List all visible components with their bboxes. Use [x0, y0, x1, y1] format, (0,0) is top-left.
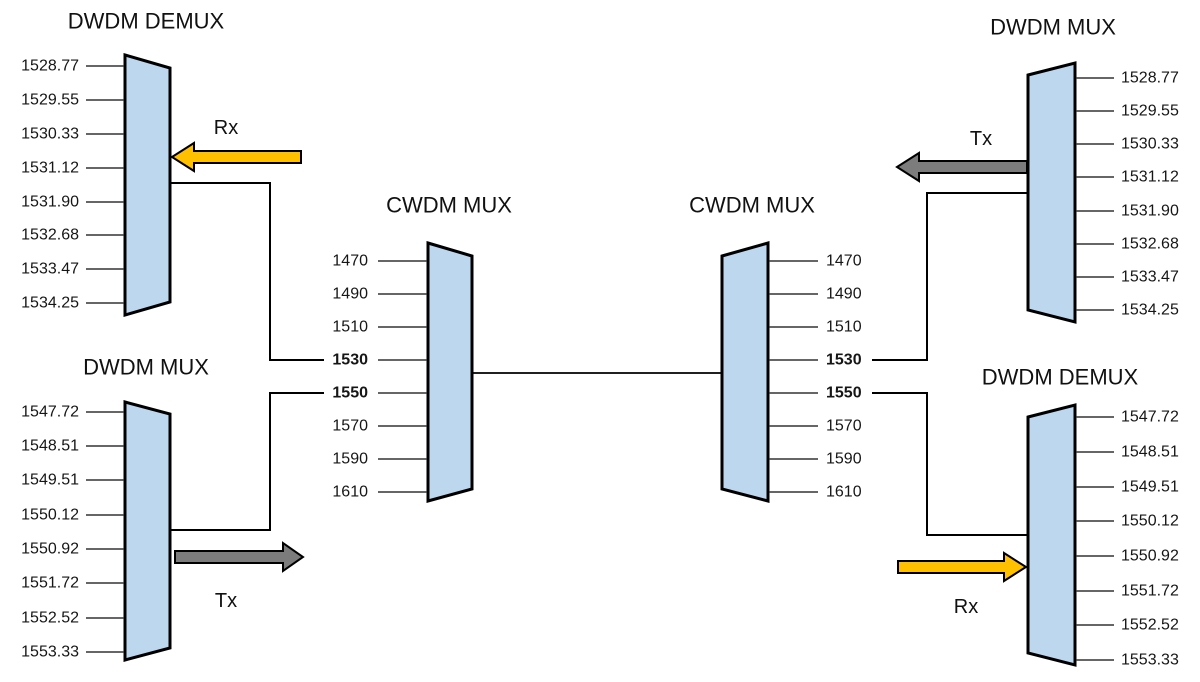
channel-label: 1610	[332, 484, 368, 501]
channel-label: 1610	[826, 484, 862, 501]
arrow-label: Rx	[954, 596, 978, 618]
dwdm-demux-right-block: DWDM DEMUX 1547.72 1548.51 1549.51 1550.…	[982, 365, 1179, 669]
channel-label: 1548.51	[21, 438, 79, 455]
block-title: DWDM DEMUX	[982, 365, 1139, 390]
fiber-link-mux-left-1550	[170, 392, 324, 531]
cwdm-mux-right-block: CWDM MUX 1470 1490 1510 1530 1550 1570 1…	[689, 193, 862, 503]
channel-label: 1550.92	[1121, 548, 1179, 565]
channel-label: 1547.72	[21, 404, 79, 421]
channel-label: 1590	[332, 451, 368, 468]
channel-label: 1533.47	[21, 261, 79, 278]
tx-arrow-icon	[895, 151, 1028, 183]
arrow-label: Tx	[215, 590, 237, 612]
channel-label: 1533.47	[1121, 269, 1179, 286]
channel-label: 1490	[826, 286, 862, 303]
channel-label: 1534.25	[1121, 302, 1179, 319]
rx-arrow-icon	[170, 141, 302, 173]
block-title: CWDM MUX	[386, 193, 512, 218]
channel-label: 1531.90	[21, 194, 79, 211]
channel-label: 1529.55	[21, 92, 79, 109]
mux-body	[123, 400, 172, 662]
channel-label: 1531.12	[1121, 169, 1179, 186]
mux-body	[123, 53, 172, 317]
mux-body	[426, 240, 474, 503]
channel-label: 1470	[332, 253, 368, 270]
block-title: CWDM MUX	[689, 193, 815, 218]
channel-label: 1550.12	[21, 507, 79, 524]
channel-label: 1550.92	[21, 541, 79, 558]
channel-label: 1550.12	[1121, 513, 1179, 530]
channel-label-1530: 1530	[332, 352, 368, 369]
channel-label: 1534.25	[21, 295, 79, 312]
channel-label: 1528.77	[21, 58, 79, 75]
fiber-link-demux-left-1530	[170, 182, 324, 361]
channel-label: 1570	[826, 418, 862, 435]
channel-label: 1549.51	[21, 472, 79, 489]
channel-label: 1529.55	[1121, 103, 1179, 120]
block-title: DWDM MUX	[990, 15, 1116, 40]
channel-label: 1530.33	[21, 126, 79, 143]
channel-label: 1470	[826, 253, 862, 270]
fiber-link-1530-mux-right	[872, 192, 1028, 361]
arrow-label: Tx	[970, 128, 992, 150]
channel-label: 1552.52	[21, 610, 79, 627]
channel-label-1550: 1550	[332, 385, 368, 402]
rx-arrow-left: Rx	[170, 117, 302, 173]
channel-label: 1510	[826, 319, 862, 336]
mux-body	[720, 241, 770, 503]
channel-label: 1551.72	[1121, 583, 1179, 600]
channel-label: 1530.33	[1121, 136, 1179, 153]
channel-label: 1570	[332, 418, 368, 435]
channel-label-1550: 1550	[826, 385, 862, 402]
channel-label: 1528.77	[1121, 70, 1179, 87]
channel-label: 1552.52	[1121, 617, 1179, 634]
block-title: DWDM DEMUX	[68, 9, 225, 34]
channel-label: 1532.68	[21, 227, 79, 244]
channel-label-1530: 1530	[826, 352, 862, 369]
fiber-link-1550-demux-right	[872, 392, 1028, 536]
channel-label: 1549.51	[1121, 479, 1179, 496]
channel-label: 1490	[332, 286, 368, 303]
cwdm-mux-left-block: CWDM MUX 1470 1490 1510 1530 1550 1570 1…	[332, 193, 512, 503]
channel-label: 1553.33	[1121, 652, 1179, 669]
tx-arrow-icon	[174, 541, 305, 573]
arrow-label: Rx	[214, 117, 238, 139]
mux-body	[1026, 403, 1077, 667]
channel-label: 1547.72	[1121, 409, 1179, 426]
tx-arrow-right: Tx	[895, 128, 1028, 183]
rx-arrow-icon	[897, 551, 1028, 583]
rx-arrow-right: Rx	[897, 551, 1028, 618]
channel-label: 1531.12	[21, 160, 79, 177]
mux-body	[1026, 61, 1077, 324]
channel-label: 1548.51	[1121, 444, 1179, 461]
dwdm-mux-right-block: DWDM MUX 1528.77 1529.55 1530.33 1531.12…	[990, 15, 1179, 324]
channel-label: 1531.90	[1121, 203, 1179, 220]
block-title: DWDM MUX	[83, 355, 209, 380]
channel-label: 1510	[332, 319, 368, 336]
tx-arrow-left: Tx	[174, 541, 305, 612]
dwdm-demux-left-block: DWDM DEMUX 1528.77 1529.55 1530.33 1531.…	[21, 9, 225, 317]
dwdm-mux-left-block: DWDM MUX 1547.72 1548.51 1549.51 1550.12…	[21, 355, 209, 662]
channel-label: 1553.33	[21, 644, 79, 661]
channel-label: 1590	[826, 451, 862, 468]
channel-label: 1551.72	[21, 575, 79, 592]
channel-label: 1532.68	[1121, 236, 1179, 253]
